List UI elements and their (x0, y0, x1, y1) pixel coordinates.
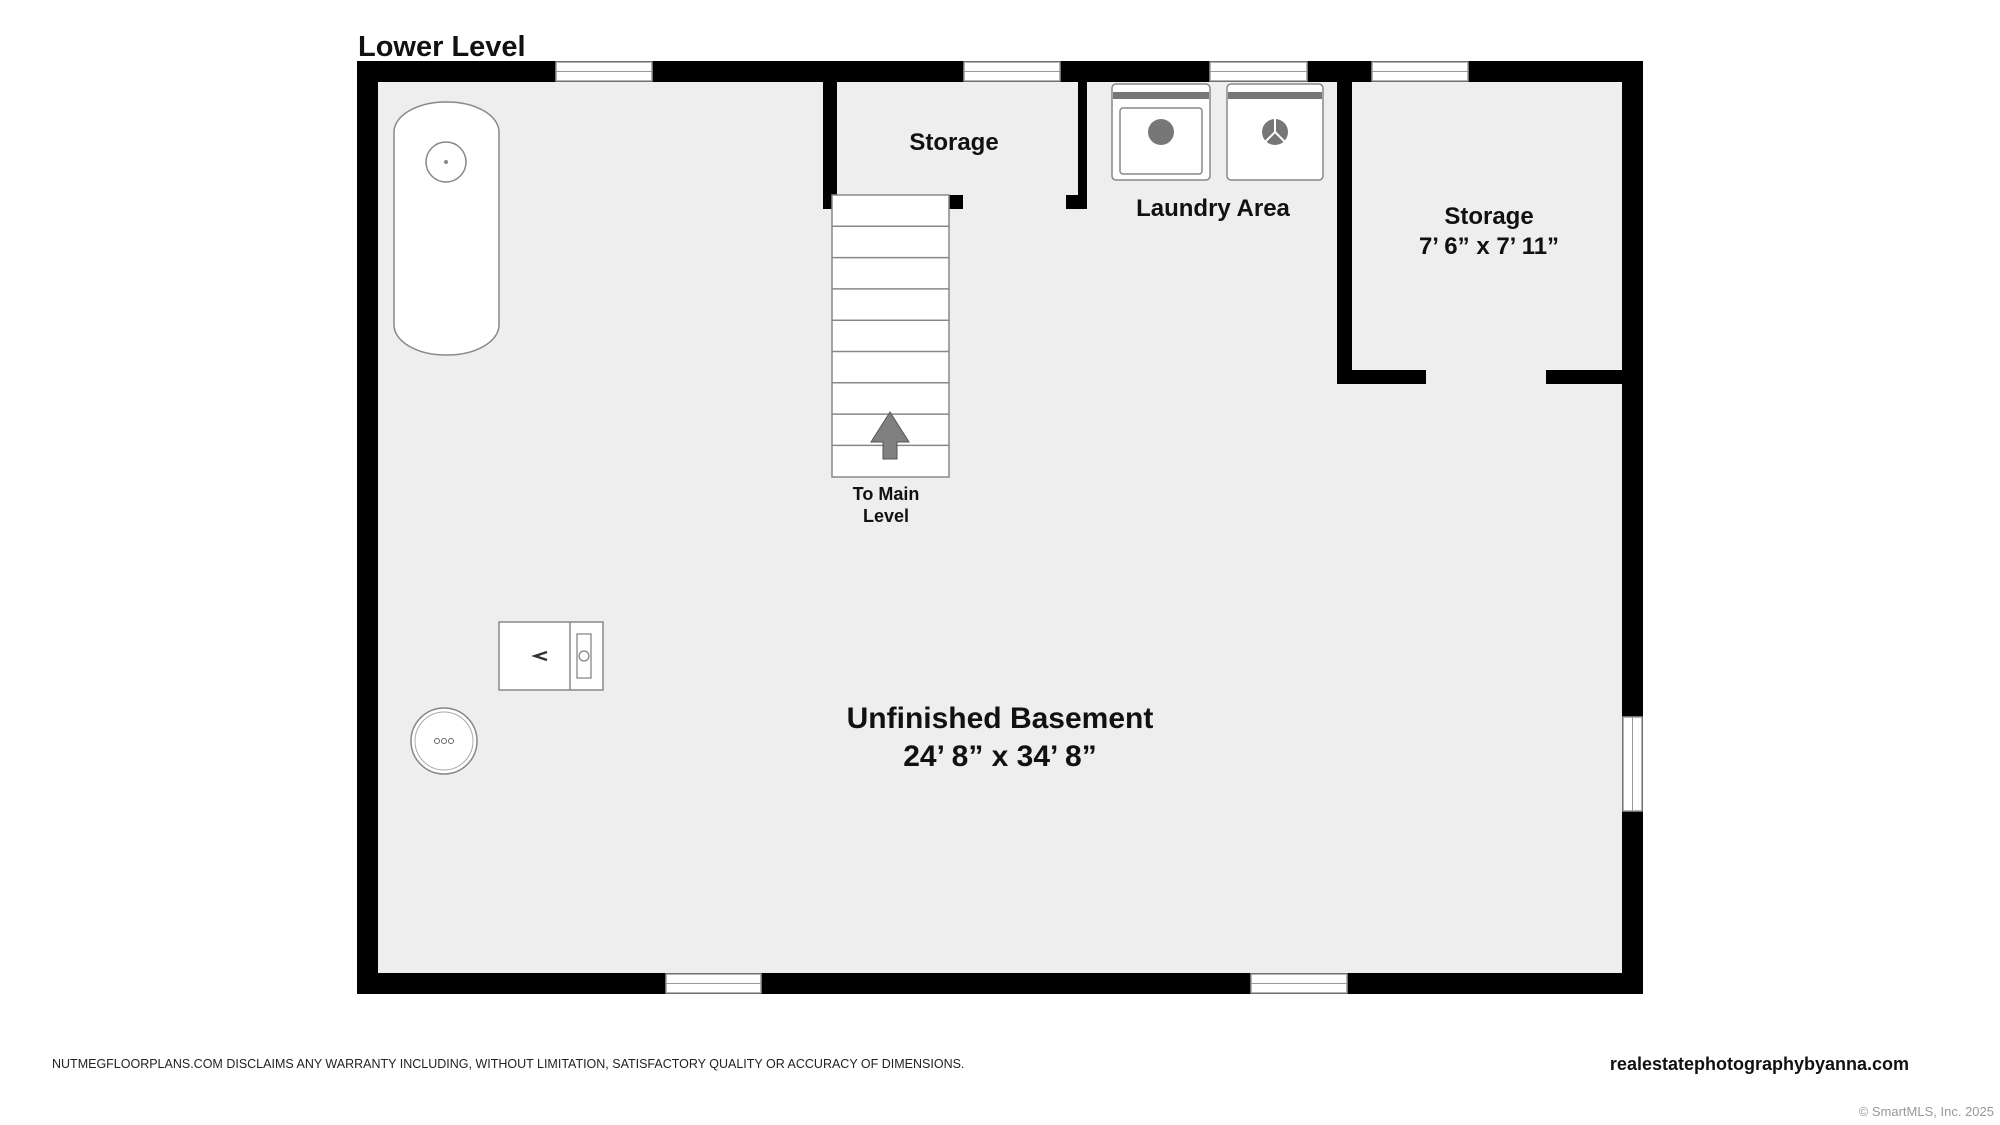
floor-area (378, 82, 1622, 973)
disclaimer-text: NUTMEGFLOORPLANS.COM DISCLAIMS ANY WARRA… (52, 1057, 964, 1071)
windows (555, 61, 1643, 994)
level-title: Lower Level (358, 31, 526, 63)
dryer-icon (1226, 83, 1324, 181)
room-storage-right-dimensions: 7’ 6” x 7’ 11” (1419, 233, 1559, 260)
oil-tank-icon (393, 101, 500, 356)
stairs-label-line1: To Main (853, 484, 920, 504)
room-basement-name: Unfinished Basement (847, 702, 1154, 735)
copyright-text: © SmartMLS, Inc. 2025 (1859, 1104, 1994, 1119)
stairs-label-line2: Level (863, 506, 909, 526)
washer-icon (1111, 83, 1211, 181)
water-heater-icon (410, 707, 478, 775)
arrow-up-icon (870, 411, 910, 460)
website-text: realestatephotographybyanna.com (1610, 1054, 1909, 1074)
room-storage-right-name: Storage (1444, 203, 1533, 230)
furnace-icon (498, 621, 604, 691)
room-storage-small-name: Storage (909, 129, 998, 156)
stairs[interactable] (831, 194, 950, 478)
room-basement-dimensions: 24’ 8” x 34’ 8” (903, 740, 1097, 773)
room-laundry-name: Laundry Area (1136, 195, 1290, 222)
